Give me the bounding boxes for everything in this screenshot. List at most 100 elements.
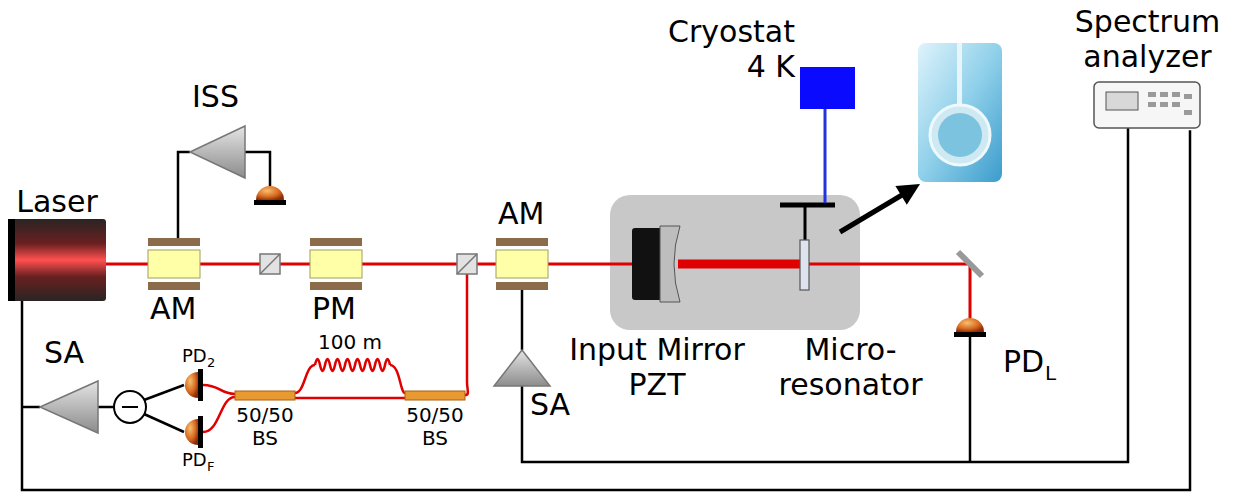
fold-mirror (958, 252, 982, 276)
photodiode (954, 332, 986, 337)
electrical-wire (22, 406, 40, 409)
microresonator (780, 203, 835, 208)
part-label: PD (1003, 345, 1044, 380)
subtractor-symbol (122, 406, 138, 408)
optical-fiber (295, 397, 405, 400)
electrical-wire (144, 385, 184, 400)
part-label: L (1045, 362, 1056, 385)
beam-splitter-cube (457, 254, 477, 274)
part-label: F (207, 460, 214, 475)
analyzer-icon (1184, 94, 1192, 99)
analyzer-icon (1160, 92, 1168, 97)
phase-modulator (310, 250, 362, 278)
photodiode (185, 372, 198, 398)
resonator-photo (918, 43, 1002, 182)
amplifier-symbol (40, 381, 98, 433)
laser-beam (809, 264, 970, 318)
cryostat-block (800, 67, 855, 109)
amplitude-modulator (496, 282, 548, 290)
phase-modulator (310, 282, 362, 290)
beam-splitter-cube (260, 254, 477, 274)
amplitude-modulator (496, 250, 548, 278)
part-label: 2 (207, 356, 215, 371)
photodiode (198, 416, 203, 448)
pointer-arrow (840, 184, 920, 232)
subtractor-symbol (114, 391, 146, 423)
analyzer-icon (1106, 92, 1138, 110)
optical-fiber (203, 397, 235, 432)
phase-modulator (310, 238, 362, 246)
part-label: 100 m (318, 331, 382, 354)
resonator-photo (930, 105, 990, 165)
analyzer-icon (1172, 102, 1180, 107)
laser-source (8, 219, 15, 301)
pointer-arrow (840, 195, 902, 232)
amplitude-modulator (496, 238, 548, 246)
photodiode (254, 200, 286, 205)
pointer-arrow (895, 184, 920, 205)
part-label: Micro- resonator (768, 333, 933, 402)
analyzer-icon (1172, 92, 1180, 97)
part-label: AM (150, 292, 196, 327)
part-label: PM (312, 292, 356, 327)
amplitude-modulator (148, 282, 200, 290)
cold-finger (824, 109, 827, 203)
beam-splitter-cube (260, 254, 280, 274)
node-label: Spectrum analyzer (1055, 4, 1240, 74)
part-label: SA (530, 388, 570, 423)
amplifier-symbol (494, 350, 550, 386)
photodiode (185, 186, 986, 448)
analyzer-icon (1092, 80, 1202, 130)
photodiode (956, 318, 984, 332)
cold-finger (825, 109, 826, 203)
analyzer-node: Spectrum analyzer (1055, 4, 1240, 130)
part-label: Input Mirror PZT (562, 333, 752, 402)
laser-beam (678, 260, 800, 269)
analyzer-icon (1184, 110, 1192, 115)
part-label: SA (44, 336, 84, 371)
microresonator (804, 205, 807, 240)
photodiode (198, 369, 203, 401)
part-label: PD (182, 450, 207, 471)
optical-fiber (295, 365, 315, 393)
resonator-photo (938, 113, 982, 157)
amplitude-modulator (148, 238, 200, 246)
photodiode (185, 419, 198, 445)
electrical-wire (178, 152, 190, 238)
part-label: ISS (192, 80, 239, 115)
electrical-wire (521, 290, 524, 350)
electrical-wire (144, 414, 184, 432)
electrical-wire (245, 152, 270, 186)
part-label: 50/50 BS (403, 404, 467, 450)
resonator-photo (918, 43, 1002, 182)
fold-mirror (958, 252, 982, 276)
optical-fiber (203, 385, 235, 394)
beam-splitter-cube (260, 254, 280, 274)
input-mirror (632, 226, 680, 302)
laser-source (8, 219, 106, 301)
amplitude-modulator (148, 238, 548, 290)
electrical-wire (98, 406, 114, 409)
signal-wire (22, 130, 1190, 490)
amplitude-modulator (148, 250, 200, 278)
optical-fiber (465, 274, 468, 395)
input-mirror (632, 228, 662, 300)
analyzer-icon (1160, 102, 1168, 107)
input-mirror (660, 226, 680, 302)
photodiode (256, 186, 284, 200)
amplifier-symbol (40, 126, 550, 433)
node-label: Laser (8, 184, 106, 219)
fiber-coupler (405, 391, 465, 400)
optical-fiber (315, 359, 390, 371)
cryostat-node: Cryostat 4 K (665, 14, 860, 111)
fiber-coupler (235, 391, 295, 400)
subtractor-symbol (114, 391, 146, 423)
laser-source (8, 219, 106, 301)
optical-fiber (390, 365, 405, 393)
fiber-coupler (235, 391, 465, 400)
beam-splitter-cube (457, 254, 477, 274)
laser-node: Laser (8, 184, 106, 301)
